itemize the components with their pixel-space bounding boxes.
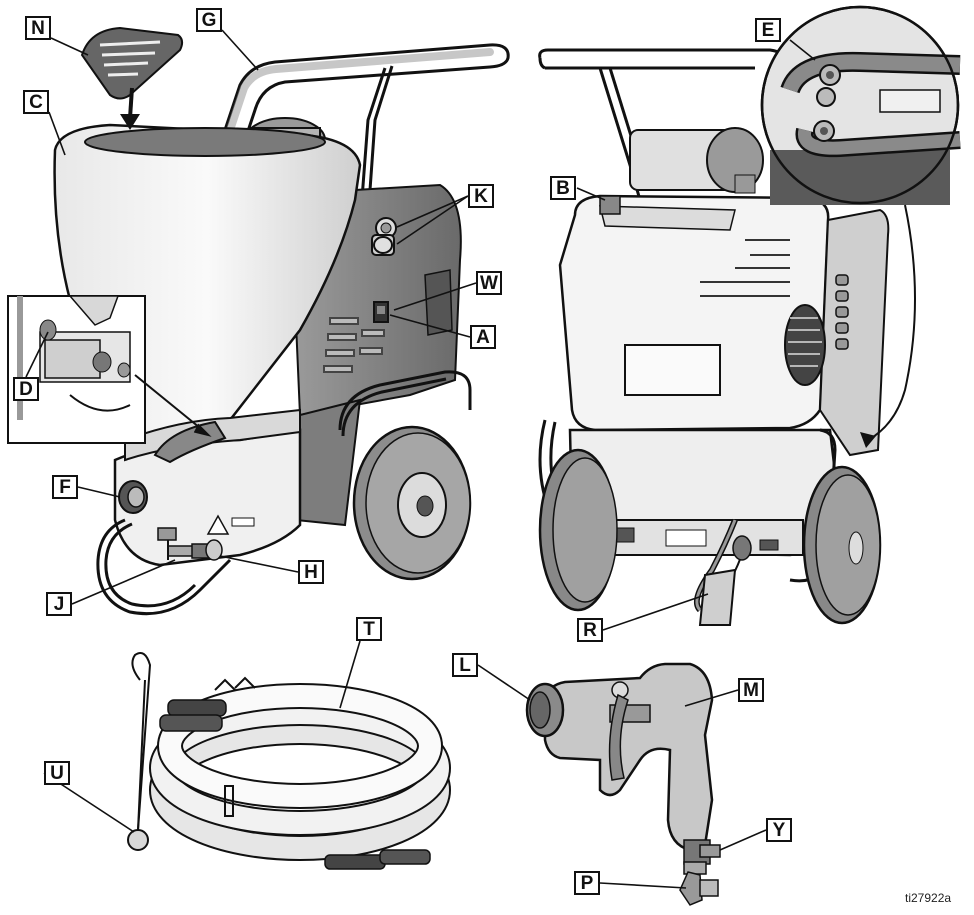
callout-H: H [298, 560, 324, 584]
callout-J: J [46, 592, 72, 616]
rear-cart-handle [538, 48, 792, 63]
callout-L: L [452, 653, 478, 677]
zoom-detail-circle [760, 5, 961, 205]
front-sprayer-unit [7, 26, 510, 616]
callout-T: T [356, 617, 382, 641]
hopper-opening [84, 127, 326, 157]
rear-right-wheel [802, 465, 882, 625]
install-direction-arrow [120, 87, 140, 130]
callout-D: D [13, 377, 39, 401]
spray-gun [525, 662, 721, 906]
callout-R: R [577, 618, 603, 642]
callout-C: C [23, 90, 49, 114]
rear-sprayer-unit [538, 5, 961, 626]
material-hose [149, 676, 451, 870]
callout-W: W [476, 271, 502, 295]
callout-F: F [52, 475, 78, 499]
hopper-screen-filter [80, 26, 184, 100]
leader-lines [25, 29, 816, 889]
callout-K: K [468, 184, 494, 208]
figure-reference: ti27922a [905, 891, 952, 905]
callout-N: N [25, 16, 51, 40]
callout-U: U [44, 761, 70, 785]
callout-Y: Y [766, 818, 792, 842]
outlet-fitting [118, 480, 148, 514]
cart-wheel [352, 425, 472, 581]
detail-inset [7, 295, 146, 444]
callout-P: P [574, 871, 600, 895]
cart-handle [223, 43, 510, 141]
callout-G: G [196, 8, 222, 32]
cart-frame [338, 370, 472, 431]
drain-valve [157, 527, 223, 561]
cleaning-ball [127, 652, 152, 851]
callout-B: B [550, 176, 576, 200]
callout-M: M [738, 678, 764, 702]
callout-E: E [755, 18, 781, 42]
callout-A: A [470, 325, 496, 349]
rear-left-wheel [538, 448, 618, 612]
